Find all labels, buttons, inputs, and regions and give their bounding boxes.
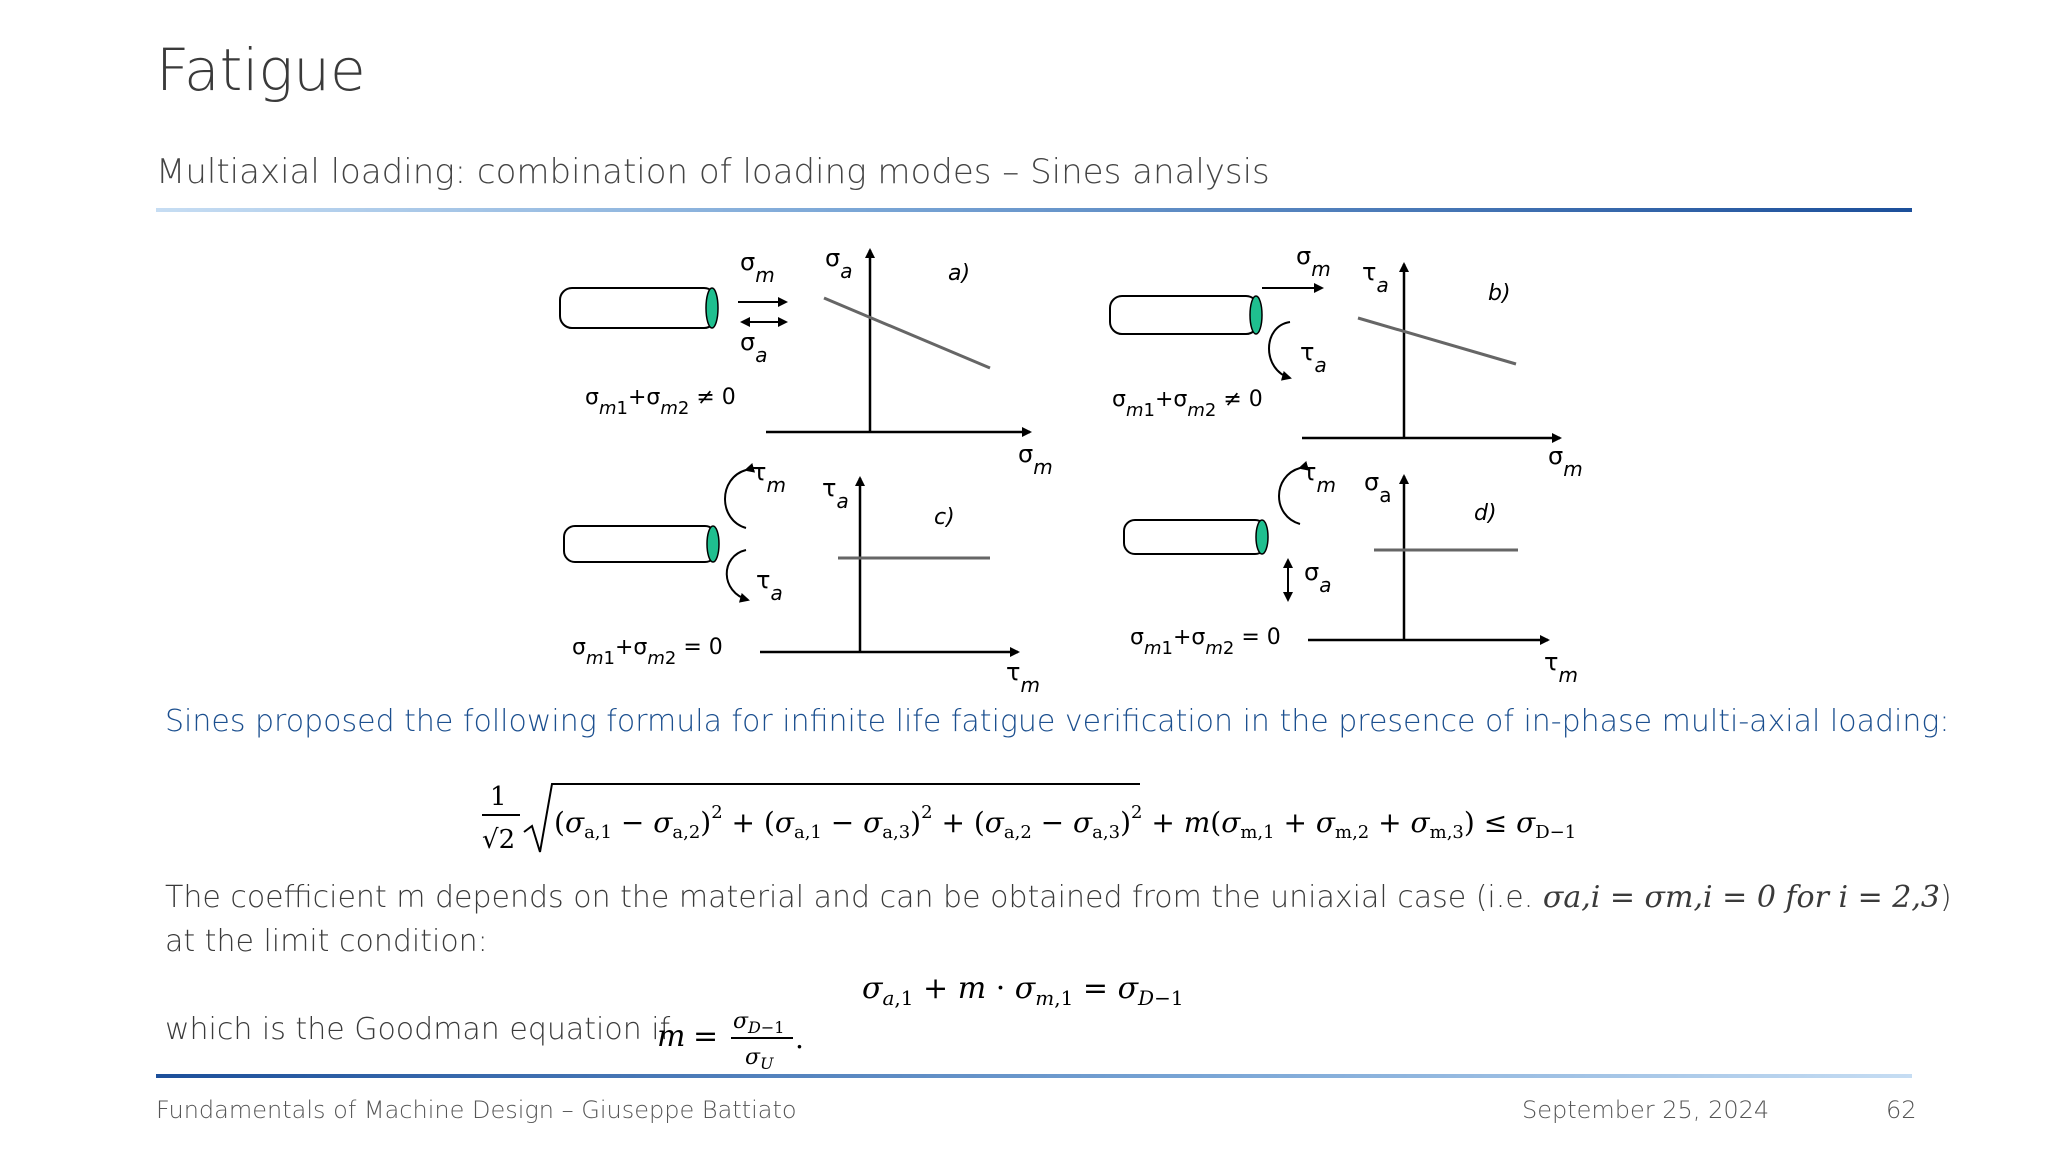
limit-condition-equation: σa,1 + m · σm,1 = σD−1 [862, 971, 1184, 1010]
sines-formula: 1 √2 (σa,1 − σa,2)2 + (σa,1 − σa,3)2 + (… [482, 782, 1576, 855]
load-label-c1: τm [752, 458, 786, 497]
uniaxial-condition-math: σa,i = σm,i = 0 for i = 2,3 [1542, 880, 1940, 915]
svg-text:=: = [693, 1019, 718, 1054]
footer-date: September 25, 2024 [1522, 1096, 1770, 1124]
specimen-a-shaft [559, 287, 719, 329]
fraction-denominator: √2 [482, 825, 515, 855]
load-label-c2: τa [756, 566, 783, 605]
y-axis-label-c: τa [822, 474, 849, 513]
svg-text:σa,1 + m · σm,1 = σD−1: σa,1 + m · σm,1 = σD−1 [862, 971, 1184, 1010]
sqrt-sign [523, 783, 1140, 853]
coefficient-text-line2: at the limit condition: [165, 924, 488, 959]
y-axis-label-a: σa [825, 244, 852, 283]
panel-c: τm τa σm1+σm2 = 0 τa τm c) [563, 458, 1040, 697]
torsion-arrow-b [1268, 321, 1292, 381]
sines-intro-text: Sines proposed the following formula for… [165, 704, 1950, 739]
top-divider [156, 208, 1912, 212]
specimen-d-shaft [1123, 519, 1269, 555]
panel-label-b: b) [1488, 281, 1511, 306]
load-label-d1: τm [1302, 458, 1336, 497]
page-number: 62 [1886, 1096, 1917, 1124]
x-axis-label-d: τm [1544, 648, 1578, 687]
y-axis-label-d: σa [1364, 468, 1391, 507]
goodman-m-fraction: m = σD−1 σU . [657, 1009, 804, 1073]
load-label-b2: τa [1300, 338, 1327, 377]
loading-modes-diagram: σm σa σm1+σm2 ≠ 0 σa σm a) σm τa σm1+σm2… [559, 242, 1583, 697]
svg-text:m: m [657, 1019, 685, 1054]
limit-line-a [823, 296, 991, 370]
limit-line-b [1357, 316, 1517, 366]
panel-b: σm τa σm1+σm2 ≠ 0 τa σm b) [1109, 242, 1583, 481]
x-axis-label-b: σm [1548, 442, 1583, 481]
condition-b: σm1+σm2 ≠ 0 [1112, 387, 1263, 421]
condition-c: σm1+σm2 = 0 [572, 635, 723, 669]
specimen-c-shaft [563, 525, 720, 563]
fraction-numerator: 1 [490, 782, 507, 812]
load-label-d2: σa [1304, 558, 1331, 597]
load-label-a1: σm [740, 248, 775, 287]
x-axis-label-c: τm [1006, 658, 1040, 697]
panel-label-a: a) [948, 261, 970, 286]
svg-text:σU: σU [745, 1045, 774, 1073]
panel-d: τm σa σm1+σm2 = 0 σa τm d) [1123, 458, 1578, 687]
bottom-divider [156, 1074, 1912, 1078]
slide-subtitle: Multiaxial loading: combination of loadi… [156, 152, 1270, 192]
panel-label-d: d) [1474, 501, 1497, 526]
alt-torsion-arrow-c [725, 549, 750, 603]
panel-label-c: c) [934, 505, 955, 530]
load-label-a2: σa [740, 328, 767, 367]
goodman-text: which is the Goodman equation if [165, 1012, 671, 1047]
mean-torsion-arrow-d [1278, 460, 1310, 525]
svg-text:σD−1: σD−1 [733, 1009, 784, 1037]
condition-a: σm1+σm2 ≠ 0 [585, 385, 736, 419]
footer-course: Fundamentals of Machine Design – Giusepp… [156, 1096, 797, 1124]
panel-a: σm σa σm1+σm2 ≠ 0 σa σm a) [559, 244, 1053, 479]
specimen-b-shaft [1109, 295, 1263, 335]
svg-text:.: . [795, 1022, 804, 1055]
y-axis-label-b: τa [1362, 258, 1389, 297]
coefficient-text-line1: The coefficient m depends on the materia… [165, 880, 1952, 915]
mean-torsion-arrow-c [724, 462, 756, 529]
slide-title: Fatigue [156, 36, 366, 104]
condition-d: σm1+σm2 = 0 [1130, 625, 1281, 659]
sines-formula-body: (σa,1 − σa,2)2 + (σa,1 − σa,3)2 + (σa,2 … [554, 802, 1576, 843]
x-axis-label-a: σm [1018, 440, 1053, 479]
load-label-b1: σm [1296, 242, 1331, 281]
